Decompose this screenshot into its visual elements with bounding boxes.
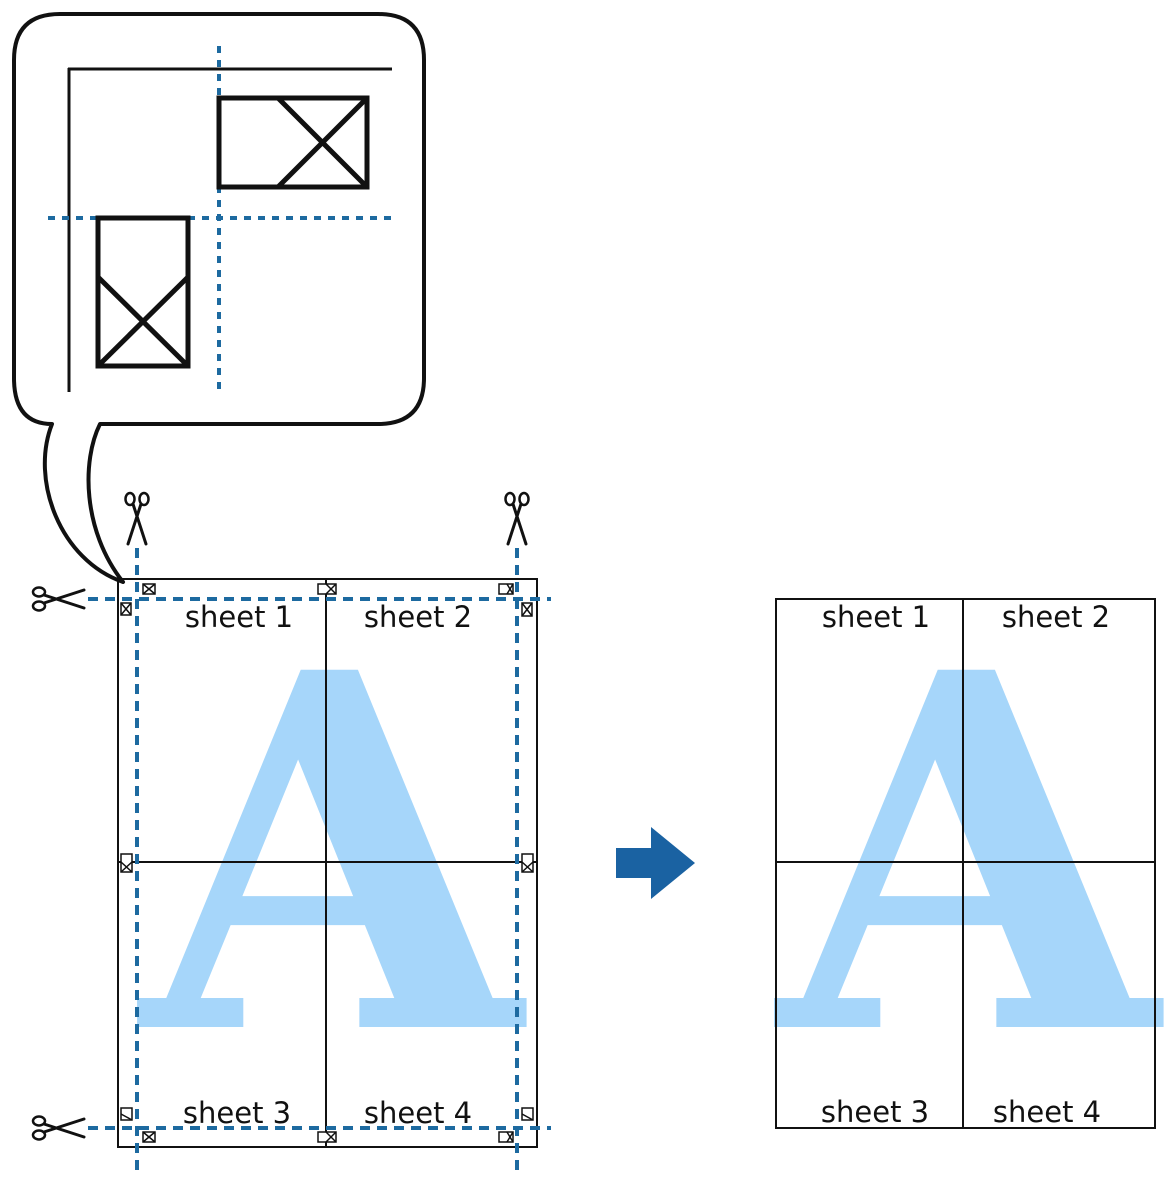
watermark-letter: A <box>133 567 531 1143</box>
zoom-callout <box>12 12 426 584</box>
sheet-label: sheet 3 <box>821 1095 929 1129</box>
result-outline <box>775 598 1156 1129</box>
crop-marker-icon <box>142 1131 156 1143</box>
arrow-right-icon <box>616 827 695 899</box>
crop-marker-icon <box>317 583 337 595</box>
sheet-label: sheet 4 <box>993 1095 1101 1129</box>
sheet-label: sheet 3 <box>183 1096 291 1130</box>
sheet-label: sheet 2 <box>364 600 472 634</box>
crop-marker-icon <box>498 583 514 595</box>
crop-marker-icon <box>317 1131 337 1143</box>
crop-marker-icon <box>142 583 156 595</box>
scissors-icon <box>31 1115 86 1141</box>
crop-marker-icon <box>216 95 370 190</box>
crop-marker-icon <box>120 853 133 873</box>
assembled-poster: A sheet 1 sheet 2 sheet 3 sheet 4 <box>770 567 1164 1143</box>
printed-page: A <box>88 548 551 1170</box>
scissors-icon <box>504 491 530 546</box>
scissors-icon <box>31 586 86 612</box>
crop-marker-icon <box>521 853 534 873</box>
sheet-label: sheet 1 <box>822 600 930 634</box>
crop-marker-icon <box>521 602 533 617</box>
crop-marker-icon <box>521 1107 534 1121</box>
sheet-label: sheet 1 <box>185 600 293 634</box>
crop-marker-icon <box>95 215 191 369</box>
scissors-icon <box>124 491 150 546</box>
sheet-label: sheet 2 <box>1002 600 1110 634</box>
crop-marker-icon <box>120 602 132 616</box>
crop-marker-icon <box>498 1131 514 1143</box>
watermark-letter: A <box>770 567 1164 1143</box>
crop-marker-icon <box>120 1107 133 1121</box>
sheet-label: sheet 4 <box>364 1096 472 1130</box>
